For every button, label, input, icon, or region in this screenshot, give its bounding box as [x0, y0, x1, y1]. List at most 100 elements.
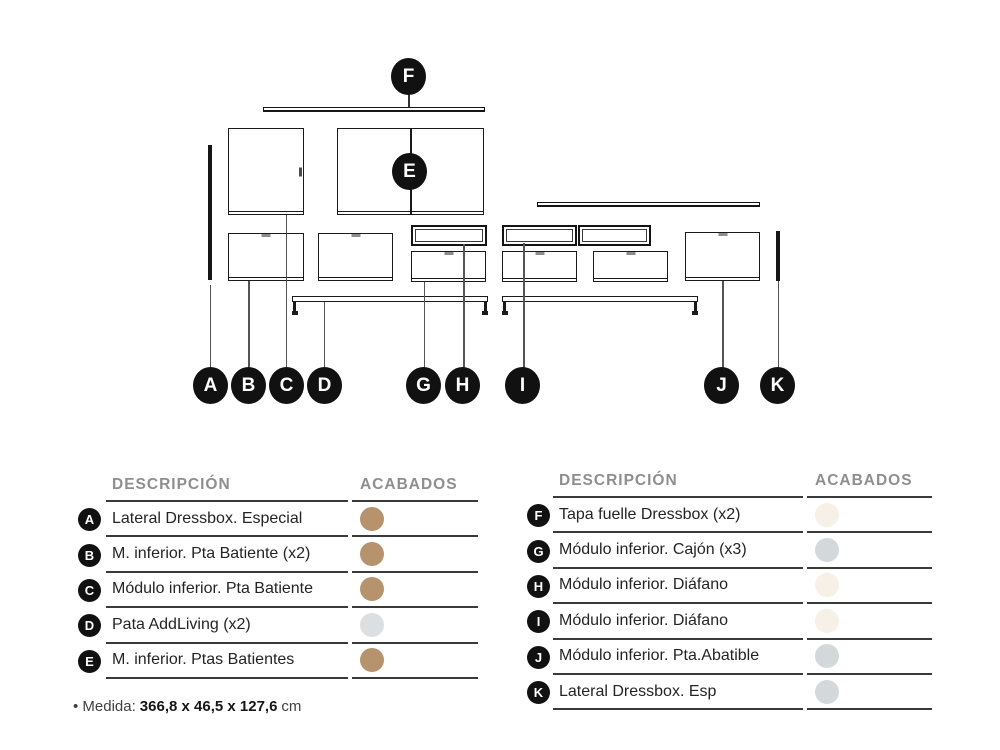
bench-foot — [482, 311, 488, 315]
part-description: Módulo inferior. Pta.Abatible — [553, 640, 803, 675]
table-row: D Pata AddLiving (x2) — [78, 608, 478, 644]
table-row: H Módulo inferior. Diáfano — [527, 569, 932, 605]
leader-line-h — [463, 244, 465, 368]
callout-b: B — [231, 367, 266, 404]
table-row: K Lateral Dressbox. Esp — [527, 675, 932, 711]
leader-line-j — [722, 281, 724, 368]
bench-leg-right — [502, 296, 698, 318]
finish-swatch — [360, 542, 384, 567]
part-letter-badge: A — [78, 508, 101, 532]
part-letter-badge: F — [527, 504, 550, 528]
part-description: Lateral Dressbox. Especial — [106, 502, 348, 538]
bench-foot — [292, 311, 298, 315]
bench-leg — [484, 301, 487, 312]
part-description: Lateral Dressbox. Esp — [553, 675, 803, 711]
part-letter-badge: I — [527, 610, 550, 634]
parts-table-left: DESCRIPCIÓN ACABADOS A Lateral Dressbox.… — [78, 470, 478, 679]
callout-e: E — [392, 153, 427, 190]
lid-bar-right — [537, 202, 760, 207]
leader-line-a — [209, 285, 211, 368]
part-letter-badge: C — [78, 578, 101, 602]
finish-swatch — [360, 506, 384, 531]
table-row: G Módulo inferior. Cajón (x3) — [527, 533, 932, 569]
callout-i: I — [505, 367, 540, 404]
module-g-drawer-2 — [502, 251, 577, 282]
leader-line-i — [523, 243, 525, 368]
table-row: E M. inferior. Ptas Batientes — [78, 644, 478, 679]
furniture-diagram: F E — [193, 58, 795, 404]
callout-f-line — [408, 95, 410, 107]
bench-leg-left — [292, 296, 488, 318]
table-header: DESCRIPCIÓN ACABADOS — [78, 470, 478, 502]
finish-swatch — [360, 577, 384, 602]
part-letter-badge: D — [78, 614, 101, 638]
finish-swatch — [815, 573, 839, 598]
part-letter-badge: G — [527, 539, 550, 563]
column-header-description: DESCRIPCIÓN — [553, 466, 803, 498]
handle-icon — [535, 252, 544, 255]
module-b-door-2 — [318, 233, 393, 281]
module-b-door-1 — [228, 233, 304, 281]
callout-j: J — [704, 367, 739, 404]
finish-swatch — [815, 538, 839, 563]
leader-line-d — [323, 302, 325, 368]
part-letter-badge: E — [78, 649, 101, 673]
column-header-finishes: ACABADOS — [807, 466, 932, 498]
bench-leg — [503, 301, 506, 312]
lid-bar-left — [263, 107, 485, 112]
module-i-open-2 — [578, 225, 651, 246]
callout-c: C — [269, 367, 304, 404]
lateral-panel-k — [776, 231, 780, 281]
part-letter-badge: B — [78, 543, 101, 567]
bench-foot — [502, 311, 508, 315]
part-description: Tapa fuelle Dressbox (x2) — [553, 498, 803, 534]
table-header: DESCRIPCIÓN ACABADOS — [527, 466, 932, 498]
handle-icon — [351, 234, 360, 237]
finish-swatch — [815, 608, 839, 633]
handle-icon — [261, 234, 271, 237]
handle-icon — [626, 252, 635, 255]
column-header-finishes: ACABADOS — [352, 470, 478, 502]
callout-k: K — [760, 367, 795, 404]
finish-swatch — [815, 502, 839, 527]
part-description: M. inferior. Pta Batiente (x2) — [106, 537, 348, 573]
dimensions-label: • Medida: — [73, 698, 136, 715]
handle-icon — [444, 252, 453, 255]
part-description: M. inferior. Ptas Batientes — [106, 644, 348, 679]
bench-leg — [293, 301, 296, 312]
callout-g: G — [406, 367, 441, 404]
finish-swatch — [360, 648, 384, 673]
leader-line-k — [777, 281, 779, 368]
part-description: Módulo inferior. Diáfano — [553, 604, 803, 640]
lateral-panel-a — [208, 145, 212, 280]
table-row: C Módulo inferior. Pta Batiente — [78, 573, 478, 609]
bench-foot — [692, 311, 698, 315]
part-letter-badge: K — [527, 681, 550, 705]
leader-line-b — [248, 281, 250, 368]
finish-swatch — [815, 644, 839, 669]
callout-f: F — [391, 58, 426, 95]
table-row: I Módulo inferior. Diáfano — [527, 604, 932, 640]
part-letter-badge: H — [527, 574, 550, 598]
callout-a: A — [193, 367, 228, 404]
module-c-door — [228, 128, 304, 215]
module-g-drawer-3 — [593, 251, 668, 282]
part-letter-badge: J — [527, 645, 550, 669]
part-description: Pata AddLiving (x2) — [106, 608, 348, 644]
part-description: Módulo inferior. Pta Batiente — [106, 573, 348, 609]
bench-rail — [292, 296, 488, 302]
callout-h: H — [445, 367, 480, 404]
callout-d: D — [307, 367, 342, 404]
table-row: F Tapa fuelle Dressbox (x2) — [527, 498, 932, 534]
column-header-description: DESCRIPCIÓN — [106, 470, 348, 502]
bench-leg — [694, 301, 697, 312]
bench-rail — [502, 296, 698, 302]
part-description: Módulo inferior. Diáfano — [553, 569, 803, 605]
dimensions-unit: cm — [281, 698, 302, 715]
table-row: A Lateral Dressbox. Especial — [78, 502, 478, 538]
module-h-open — [411, 225, 487, 246]
door-handle-icon — [299, 167, 302, 176]
part-description: Módulo inferior. Cajón (x3) — [553, 533, 803, 569]
